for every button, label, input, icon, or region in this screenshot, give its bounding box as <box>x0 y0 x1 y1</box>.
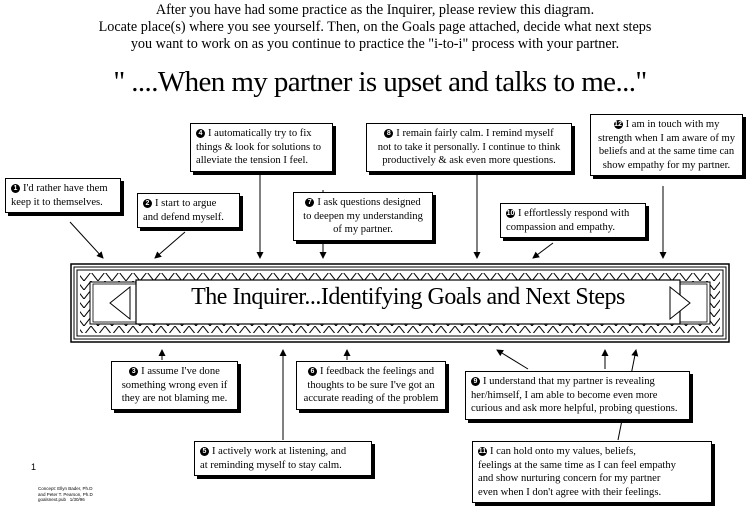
number-badge: 2 <box>143 199 152 208</box>
statement-text: her/himself, I am able to become even mo… <box>471 389 658 401</box>
margin-mark: 1 <box>31 462 37 472</box>
instruction-line: After you have had some practice as the … <box>155 2 595 18</box>
instruction-line: you want to work on as you continue to p… <box>130 36 620 52</box>
number-badge: 3 <box>129 367 139 376</box>
headline: " ....When my partner is upset and talks… <box>113 66 647 98</box>
instruction-line: Locate place(s) where you see yourself. … <box>98 19 652 35</box>
statement-text: I effortlessly respond with <box>518 208 630 219</box>
credit: Concept: Ellyn Bader, Ph.D and Peter T. … <box>38 486 93 503</box>
arrow-10 <box>532 242 554 259</box>
statement-text: and show nurturing concern for my partne… <box>478 473 661 485</box>
number-badge: 10 <box>506 209 515 218</box>
arrow-1 <box>69 221 104 259</box>
credit-line: goalsnext.pub <box>38 497 67 502</box>
statement-text: of my partner. <box>333 224 393 236</box>
instructions: After you have had some practice as the … <box>40 2 710 53</box>
statement-text: strength when I am aware of my <box>597 132 736 144</box>
statement-text: I'd rather have them <box>23 183 108 194</box>
number-badge: 7 <box>305 198 315 207</box>
credit-line: and Peter T. Pearson, Ph.D <box>38 491 93 497</box>
arrow-9 <box>496 349 529 370</box>
number-badge: 11 <box>478 447 487 456</box>
statement-text: productively & ask even more questions. <box>382 155 556 167</box>
statement-text: I understand that my partner is revealin… <box>483 376 655 387</box>
statement-text: I can hold onto my values, beliefs, <box>490 446 636 457</box>
statement-text: at reminding myself to stay calm. <box>200 459 342 471</box>
statement-text: keep it to themselves. <box>11 196 103 208</box>
statement-text: alleviate the tension I feel. <box>196 155 309 167</box>
banner-frame <box>70 263 730 343</box>
statement-text: show empathy for my partner. <box>602 159 731 171</box>
statement-text: things & look for solutions to <box>196 141 322 153</box>
statement-text: something wrong even if <box>121 379 228 391</box>
number-badge: 8 <box>384 129 394 138</box>
statement-text: I remain fairly calm. I remind myself <box>396 128 554 139</box>
statement-text: not to take it personally. I continue to… <box>377 141 561 153</box>
number-badge: 9 <box>471 377 480 386</box>
statement-text: beliefs and at the same time can <box>598 146 735 158</box>
statement-text: they are not blaming me. <box>121 393 228 405</box>
number-badge: 5 <box>200 447 209 456</box>
credit-line: Concept: Ellyn Bader, Ph.D <box>38 486 93 491</box>
statement-text: accurate reading of the problem <box>303 393 439 405</box>
statement-text: compassion and empathy. <box>506 221 616 233</box>
number-badge: 12 <box>613 120 623 129</box>
statement-text: I assume I've done <box>141 366 220 377</box>
statement-text: I ask questions designed <box>317 197 421 208</box>
statement-text: I feedback the feelings and <box>319 366 435 377</box>
statement-text: I am in touch with my <box>625 119 720 130</box>
banner-title: The Inquirer...Identifying Goals and Nex… <box>191 284 625 310</box>
statement-text: I start to argue <box>155 198 217 209</box>
statement-text: thoughts to be sure I've got an <box>307 379 435 391</box>
statement-text: curious and ask more helpful, probing qu… <box>471 403 678 415</box>
number-badge: 1 <box>11 184 20 193</box>
arrow-2 <box>154 231 186 259</box>
statement-text: feelings at the same time as I can feel … <box>478 459 676 471</box>
statement-text: to deepen my understanding <box>303 210 423 222</box>
statement-text: I actively work at listening, and <box>212 446 347 457</box>
credit-line: 1/30/96 <box>69 497 85 502</box>
number-badge: 6 <box>307 367 317 376</box>
statement-text: I automatically try to fix <box>208 128 312 139</box>
statement-text: even when I don't agree with their feeli… <box>478 486 662 498</box>
statement-text: and defend myself. <box>143 211 224 223</box>
number-badge: 4 <box>196 129 205 138</box>
